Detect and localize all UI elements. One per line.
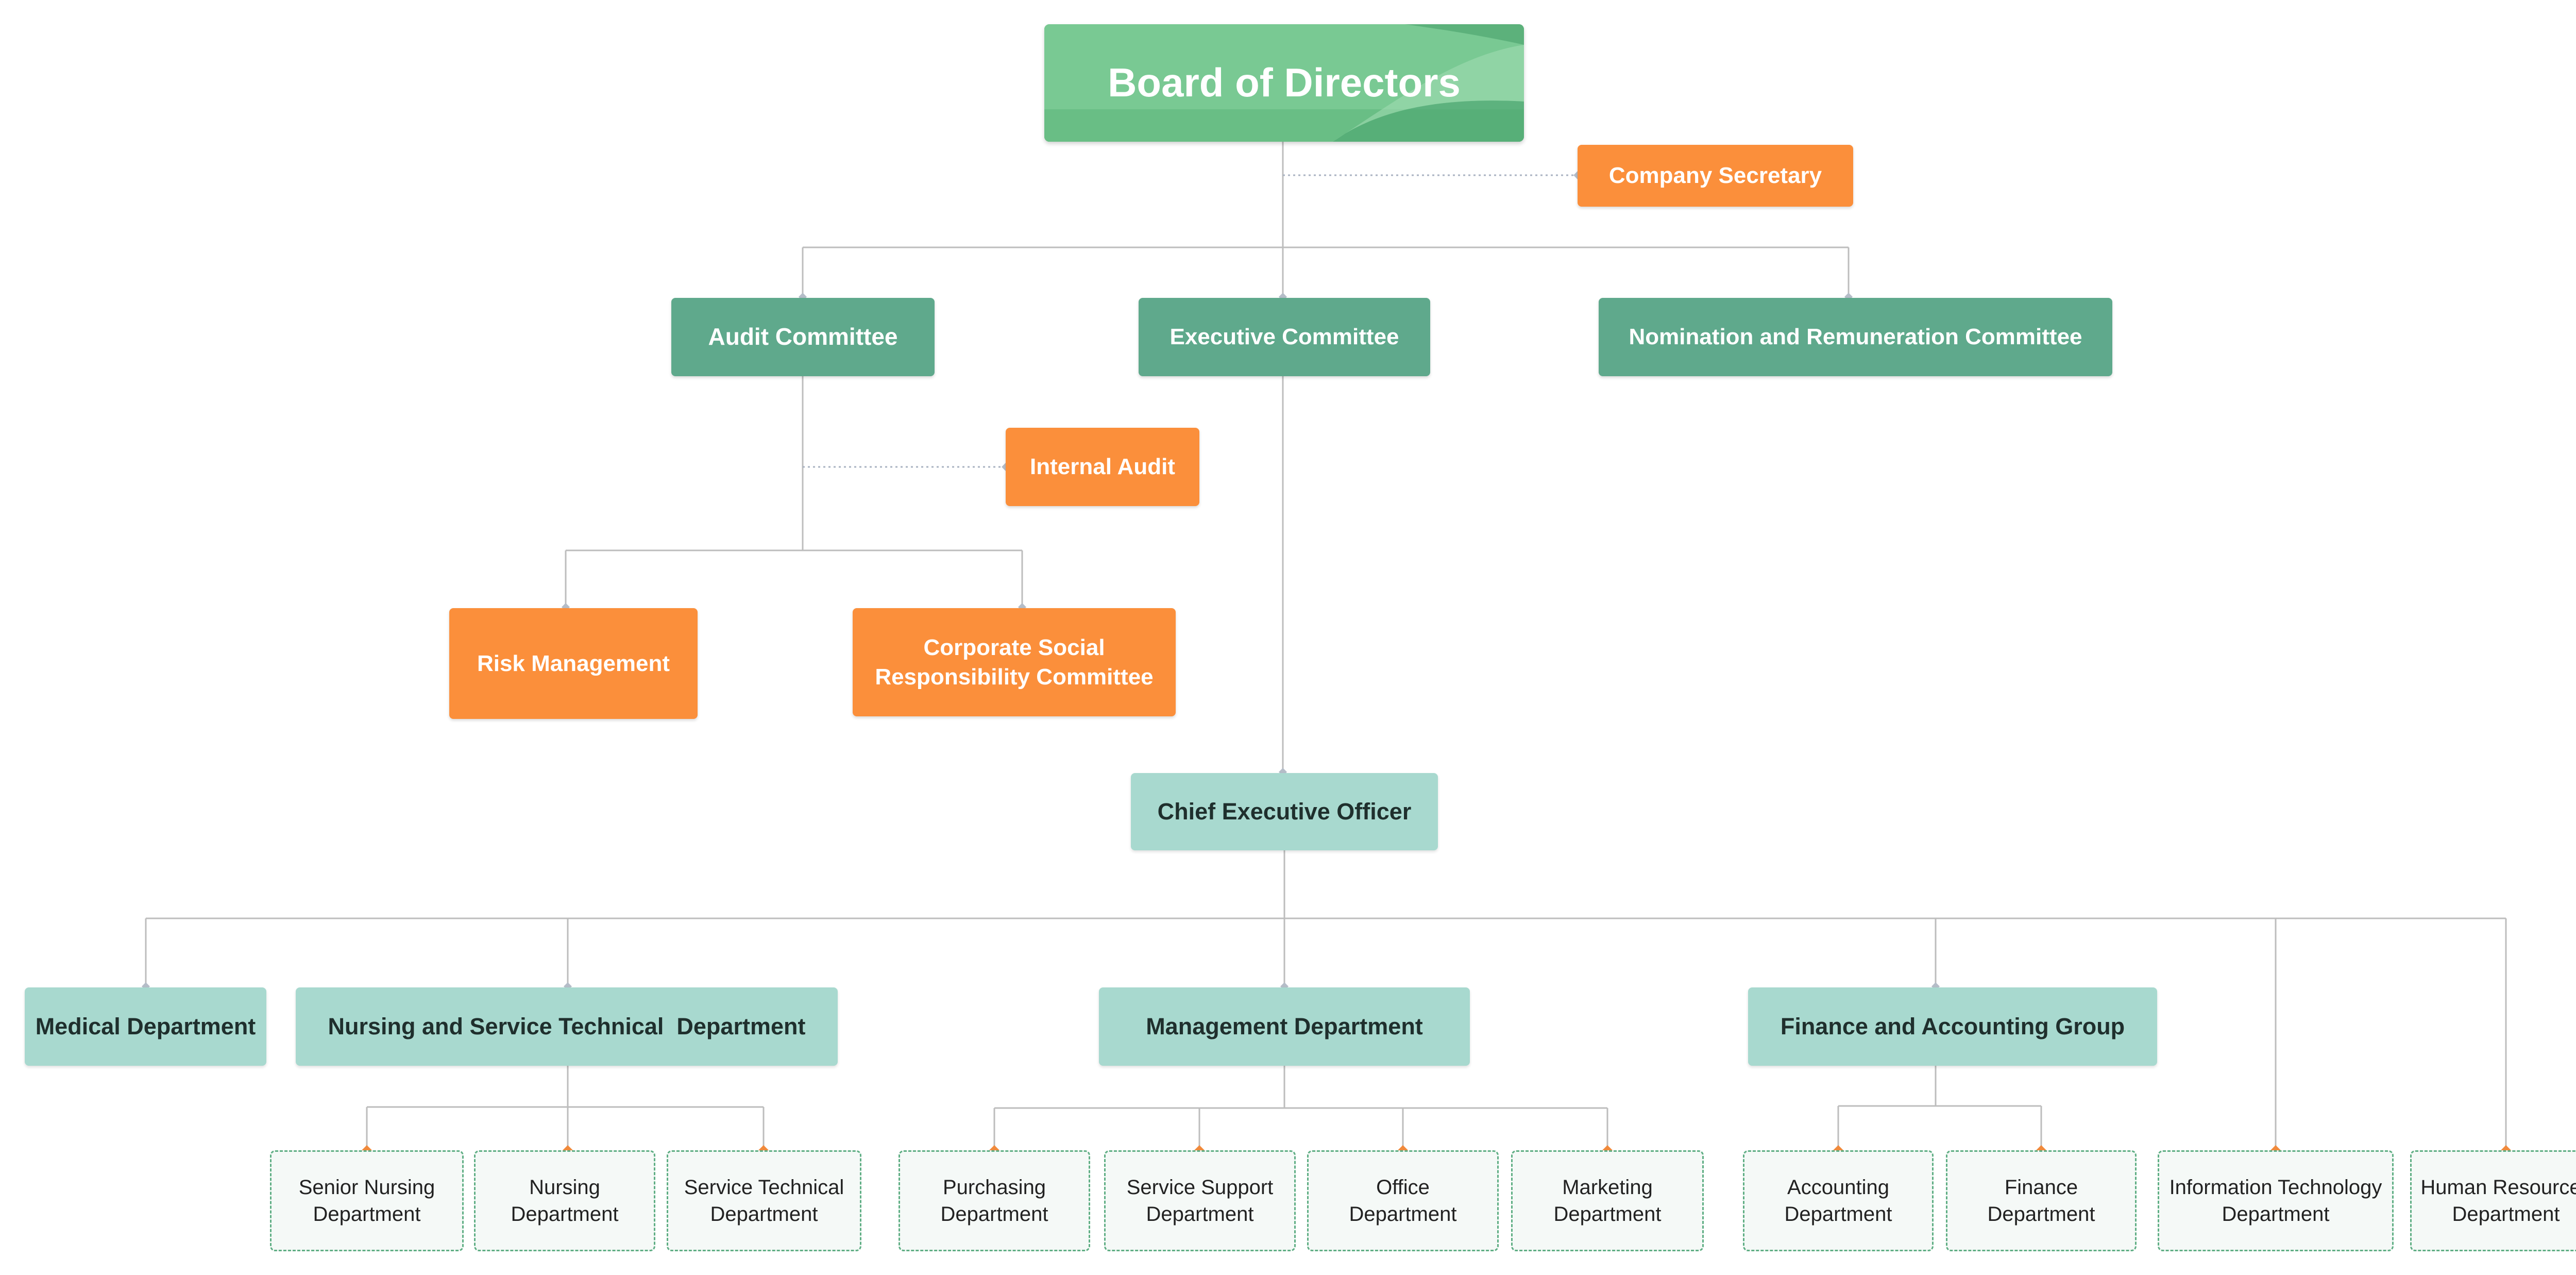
- csr-committee-label-line1: Corporate Social: [923, 634, 1105, 660]
- purchasing-department-node[interactable]: Purchasing Department: [899, 1150, 1090, 1251]
- service-support-department-label-line2: Department: [1146, 1203, 1254, 1226]
- information-technology-department-node[interactable]: Information Technology Department: [2158, 1150, 2394, 1251]
- human-resources-department-label-line2: Department: [2452, 1203, 2560, 1226]
- chief-executive-officer-label: Chief Executive Officer: [1157, 798, 1412, 825]
- company-secretary-label: Company Secretary: [1608, 163, 1822, 189]
- office-department-label-line1: Office: [1376, 1176, 1430, 1199]
- board-decoration-shape: [1044, 24, 1524, 142]
- nursing-department-label-line1: Nursing: [529, 1176, 600, 1199]
- senior-nursing-department-node[interactable]: Senior Nursing Department: [270, 1150, 464, 1251]
- information-technology-department-label-line2: Department: [2222, 1203, 2330, 1226]
- nomination-remuneration-committee-label: Nomination and Remuneration Committee: [1629, 324, 2082, 350]
- finance-department-label-line2: Department: [1987, 1203, 2095, 1226]
- internal-audit-node[interactable]: Internal Audit: [1006, 428, 1199, 506]
- office-department-node[interactable]: Office Department: [1307, 1150, 1499, 1251]
- chief-executive-officer-node[interactable]: Chief Executive Officer: [1131, 773, 1438, 850]
- management-department-label: Management Department: [1146, 1013, 1423, 1039]
- csr-committee-label-line2: Responsibility Committee: [875, 664, 1154, 690]
- risk-management-label: Risk Management: [477, 650, 670, 676]
- nomination-remuneration-committee-node[interactable]: Nomination and Remuneration Committee: [1599, 298, 2112, 376]
- finance-department-node[interactable]: Finance Department: [1946, 1150, 2137, 1251]
- service-technical-department-label-line2: Department: [710, 1203, 818, 1226]
- finance-accounting-group-node[interactable]: Finance and Accounting Group: [1748, 987, 2157, 1066]
- accounting-department-label-line2: Department: [1784, 1203, 1892, 1226]
- human-resources-department-node[interactable]: Human Resources Department: [2410, 1150, 2576, 1251]
- purchasing-department-label-line1: Purchasing: [942, 1176, 1046, 1199]
- marketing-department-label-line1: Marketing: [1562, 1176, 1653, 1199]
- board-title: Board of Directors: [1108, 60, 1461, 106]
- company-secretary-node[interactable]: Company Secretary: [1578, 145, 1853, 207]
- information-technology-department-label-line1: Information Technology: [2169, 1176, 2382, 1199]
- marketing-department-node[interactable]: Marketing Department: [1511, 1150, 1704, 1251]
- senior-nursing-department-label-line1: Senior Nursing: [298, 1176, 435, 1199]
- management-department-node[interactable]: Management Department: [1099, 987, 1470, 1066]
- office-department-label-line2: Department: [1349, 1203, 1457, 1226]
- marketing-department-label-line2: Department: [1553, 1203, 1662, 1226]
- accounting-department-node[interactable]: Accounting Department: [1743, 1150, 1934, 1251]
- audit-committee-label: Audit Committee: [708, 323, 898, 350]
- human-resources-department-label-line1: Human Resources: [2420, 1176, 2576, 1199]
- nursing-service-technical-department-label: Nursing and Service Technical Department: [328, 1013, 806, 1039]
- risk-management-node[interactable]: Risk Management: [449, 608, 698, 719]
- medical-department-label: Medical Department: [35, 1013, 256, 1039]
- service-support-department-node[interactable]: Service Support Department: [1104, 1150, 1296, 1251]
- board-of-directors-node[interactable]: Board of Directors: [1044, 24, 1524, 142]
- finance-department-label-line1: Finance: [2004, 1176, 2078, 1199]
- service-support-department-label-line1: Service Support: [1126, 1176, 1274, 1199]
- service-technical-department-node[interactable]: Service Technical Department: [667, 1150, 861, 1251]
- nursing-department-node[interactable]: Nursing Department: [474, 1150, 655, 1251]
- service-technical-department-label-line1: Service Technical: [684, 1176, 844, 1199]
- executive-committee-node[interactable]: Executive Committee: [1139, 298, 1430, 376]
- executive-committee-label: Executive Committee: [1170, 324, 1399, 350]
- purchasing-department-label-line2: Department: [940, 1203, 1048, 1226]
- medical-department-node[interactable]: Medical Department: [25, 987, 266, 1066]
- accounting-department-label-line1: Accounting: [1787, 1176, 1889, 1199]
- nursing-service-technical-department-node[interactable]: Nursing and Service Technical Department: [296, 987, 838, 1066]
- senior-nursing-department-label-line2: Department: [313, 1203, 421, 1226]
- csr-committee-node[interactable]: Corporate Social Responsibility Committe…: [853, 608, 1176, 716]
- audit-committee-node[interactable]: Audit Committee: [671, 298, 935, 376]
- finance-accounting-group-label: Finance and Accounting Group: [1780, 1013, 2125, 1039]
- internal-audit-label: Internal Audit: [1030, 454, 1175, 480]
- nursing-department-label-line2: Department: [511, 1203, 619, 1226]
